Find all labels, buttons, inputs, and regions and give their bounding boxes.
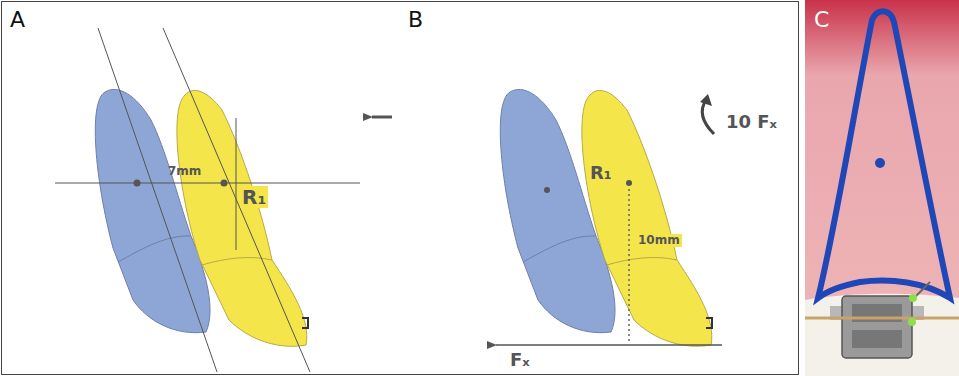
- moment-label: 10 Fₓ: [726, 112, 777, 132]
- force-label: Fₓ: [510, 350, 530, 370]
- panel-b: [496, 89, 722, 346]
- dimension-label: 7mm: [168, 165, 201, 178]
- panel-letter: B: [408, 8, 423, 32]
- center-of-resistance-label: R₁: [240, 186, 268, 208]
- panel-letter: C: [814, 8, 829, 32]
- center-of-resistance-label: R₁: [588, 163, 614, 183]
- dimension-label: 10mm: [636, 234, 682, 247]
- panel-letter: A: [10, 8, 25, 32]
- panel-c: [805, 0, 959, 376]
- panel-a: [55, 28, 392, 372]
